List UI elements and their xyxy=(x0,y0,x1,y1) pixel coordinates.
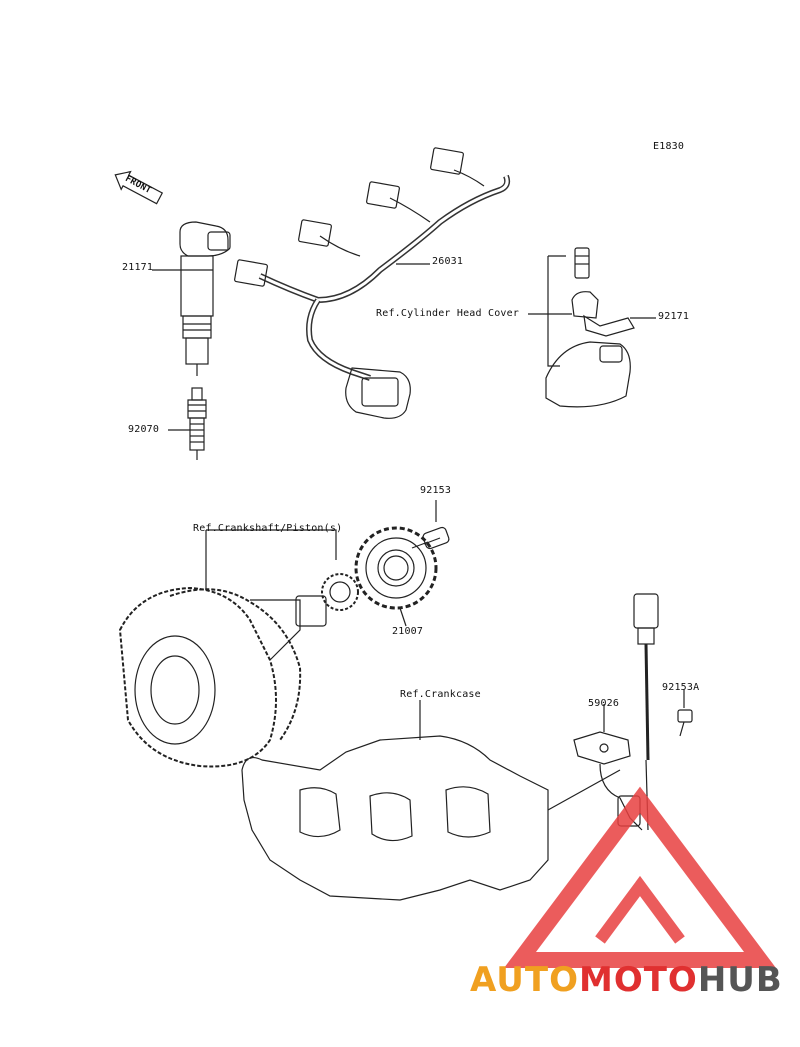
wiring-harness xyxy=(234,147,511,419)
crankshaft-gears xyxy=(118,529,359,768)
screw xyxy=(677,690,693,737)
label-92153: 92153 xyxy=(420,485,452,496)
bolt xyxy=(411,500,450,550)
watermark-part2: MOTO xyxy=(578,960,698,1000)
ref-crankcase: Ref.Crankcase xyxy=(400,689,481,700)
front-arrow-icon xyxy=(114,170,164,205)
spark-plug xyxy=(168,387,207,460)
watermark-logo-icon xyxy=(504,786,776,968)
watermark-part3: HUB xyxy=(697,960,783,1000)
crankcase xyxy=(241,700,549,901)
timing-rotor xyxy=(354,526,438,627)
ref-cylinder-head-cover: Ref.Cylinder Head Cover xyxy=(376,308,520,319)
label-92153A: 92153A xyxy=(662,682,700,693)
watermark: AUTOMOTOHUB xyxy=(470,960,783,1000)
label-21171: 21171 xyxy=(122,262,154,273)
watermark-part1: AUTO xyxy=(470,960,579,1000)
diagram-code: E1830 xyxy=(653,141,685,152)
ignition-coil xyxy=(152,221,231,376)
label-59026: 59026 xyxy=(588,698,620,709)
label-21007: 21007 xyxy=(392,626,424,637)
label-26031: 26031 xyxy=(432,256,464,267)
ref-crankshaft: Ref.Crankshaft/Piston(s) xyxy=(193,523,343,534)
label-92171: 92171 xyxy=(658,311,690,322)
label-92070: 92070 xyxy=(128,424,160,435)
sensor-bracket xyxy=(528,247,656,408)
